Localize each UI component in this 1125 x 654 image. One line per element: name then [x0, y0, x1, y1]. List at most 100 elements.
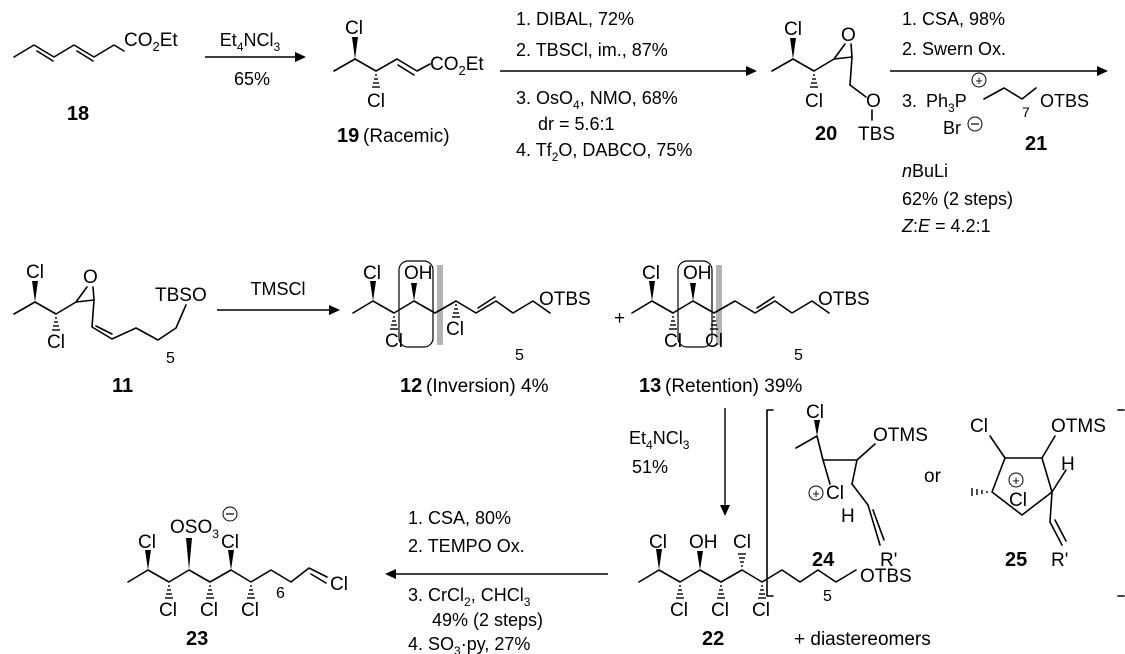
compound-number-22: 22 — [702, 628, 724, 650]
reagent-line: 3. OsO4, NMO, 68% — [516, 88, 678, 112]
or-label: or — [924, 466, 942, 487]
arrow-19-to-20: 1. DIBAL, 72% 2. TBSCl, im., 87% 3. OsO4… — [500, 9, 757, 164]
compound-number-12: 12 — [400, 375, 422, 397]
otms-group: OTMS — [873, 425, 928, 446]
reagent-line: 1. CSA, 80% — [408, 508, 511, 528]
compound-number-23: 23 — [186, 628, 208, 650]
reagent-et4ncl3-b: Et4NCl3 — [629, 428, 690, 452]
chlorine-atom: Cl — [649, 532, 667, 553]
compound-13: Cl OH Cl Cl OTBS 5 13 (Retention) 39% — [631, 260, 870, 397]
chlorine-atom: Cl — [367, 91, 385, 112]
bromide-ion: Br — [943, 118, 961, 138]
compound-22: Cl OH Cl Cl Cl Cl OTBS 5 22 + diastereom… — [638, 532, 931, 650]
compound-number-21: 21 — [1025, 133, 1047, 155]
compound-number-18: 18 — [67, 103, 89, 125]
chain-count-5: 5 — [515, 347, 524, 364]
arrow-22-to-23: 1. CSA, 80% 2. TEMPO Ox. 3. CrCl2, CHCl3… — [385, 508, 608, 654]
yield-step1: 65% — [234, 69, 270, 89]
chlorine-atom: Cl — [670, 600, 688, 621]
chain-count-7: 7 — [1022, 104, 1030, 120]
otms-group: OTMS — [1051, 416, 1106, 437]
chlorine-atom: Cl — [806, 402, 824, 423]
compound-18: CO2Et 18 — [13, 30, 178, 125]
reagent-line: 1. CSA, 98% — [902, 9, 1005, 29]
reagent-line: 49% (2 steps) — [432, 610, 543, 630]
reagent-tmscl: TMSCl — [251, 279, 306, 299]
tbso-group: TBSO — [155, 285, 207, 306]
chloronium-atom: Cl — [1009, 490, 1027, 511]
reagent-line: 2. Swern Ox. — [902, 39, 1006, 59]
compound-note-22: + diastereomers — [794, 629, 931, 650]
reagent-line: 1. DIBAL, 72% — [516, 9, 634, 29]
compound-number-13: 13 — [639, 375, 661, 397]
reagent-nbuli: nBuLi — [902, 161, 948, 181]
chlorine-atom: Cl — [138, 532, 156, 553]
chlorine-atom: Cl — [642, 263, 660, 284]
chlorine-atom: Cl — [363, 263, 381, 284]
otbs-group: OTBS — [818, 289, 870, 310]
reagent-line: 3. — [902, 91, 917, 111]
reagent-et4ncl3-a: Et4NCl3 — [220, 30, 281, 54]
compound-12: Cl OH Cl Cl OTBS 5 12 (Inversion) 4% — [352, 260, 591, 397]
reagent-line: 4. Tf2O, DABCO, 75% — [516, 140, 692, 164]
chloronium-atom: Cl — [826, 483, 844, 504]
sulfate-group: OSO3 — [170, 517, 219, 541]
reagent-line: dr = 5.6:1 — [538, 114, 615, 134]
chain-count-6: 6 — [276, 585, 285, 602]
arrow-18-to-19: Et4NCl3 65% — [205, 30, 306, 89]
r-group: R' — [1051, 550, 1068, 571]
reagent-line: 3. CrCl2, CHCl3 — [408, 585, 531, 609]
chlorine-atom: Cl — [970, 416, 988, 437]
reagent-zE-ratio: Z:E = 4.2:1 — [901, 216, 991, 236]
chlorine-atom: Cl — [446, 319, 464, 340]
chlorine-atom: Cl — [784, 19, 802, 40]
arrow-20-to-11: 1. CSA, 98% 2. Swern Ox. 3. Ph3P + 7 OTB… — [890, 9, 1108, 236]
r-group: R' — [880, 550, 897, 571]
oxygen-atom: O — [841, 25, 856, 46]
plus-charge: + — [1012, 473, 1020, 488]
reagent-line: 4. SO3·py, 27% — [408, 634, 530, 654]
compound-number-11: 11 — [112, 375, 133, 397]
oxygen-atom: O — [866, 91, 881, 112]
compound-20: O Cl Cl O TBS 20 — [771, 19, 895, 145]
arrow-13-to-22: Et4NCl3 51% — [629, 408, 730, 516]
chain-count-5: 5 — [823, 588, 832, 605]
hydroxyl-group: OH — [404, 263, 433, 284]
chlorine-atom: Cl — [345, 18, 363, 39]
reagent-line: 2. TBSCl, im., 87% — [516, 40, 668, 60]
chlorine-atom: Cl — [47, 332, 65, 353]
chlorine-atom: Cl — [805, 91, 823, 112]
hydroxyl-group: OH — [689, 532, 718, 553]
compound-note-19: (Racemic) — [363, 126, 450, 147]
compound-11: O Cl Cl TBSO 5 11 — [13, 262, 207, 397]
intermediates-24-25: Cl OTMS + Cl H R' 24 or Cl OTMS H + Cl R… — [766, 402, 1125, 597]
hydroxyl-group: OH — [683, 263, 712, 284]
arrow-11-to-12: TMSCl — [217, 279, 340, 315]
chlorine-atom: Cl — [385, 331, 403, 352]
chlorine-atom: Cl — [752, 600, 770, 621]
chlorine-atom: Cl — [241, 600, 259, 621]
chlorine-atom: Cl — [664, 331, 682, 352]
compound-note-13: (Retention) 39% — [665, 376, 802, 397]
compound-23: Cl OSO3 Cl Cl Cl Cl 6 Cl 23 — [127, 506, 348, 650]
compound-number-19: 19 — [337, 125, 359, 147]
chlorine-atom: Cl — [705, 331, 723, 352]
compound-note-12: (Inversion) 4% — [426, 376, 549, 397]
otbs-group: OTBS — [1040, 91, 1089, 111]
hydrogen-atom: H — [1061, 454, 1075, 475]
plus-charge: + — [812, 486, 820, 501]
tbs-group: TBS — [858, 124, 895, 145]
oxygen-atom: O — [83, 267, 98, 288]
chlorine-atom: Cl — [26, 262, 44, 283]
compound-number-24: 24 — [812, 549, 835, 571]
chlorine-atom: Cl — [711, 600, 729, 621]
compound-number-20: 20 — [815, 123, 837, 145]
chlorine-atom: Cl — [330, 574, 348, 595]
hydrogen-atom: H — [841, 506, 855, 527]
reagent-line: 62% (2 steps) — [902, 189, 1013, 209]
phosphonium-group: Ph3P — [926, 91, 967, 115]
otbs-group: OTBS — [539, 289, 591, 310]
otbs-group: OTBS — [860, 566, 912, 587]
plus-sign: + — [614, 308, 625, 329]
